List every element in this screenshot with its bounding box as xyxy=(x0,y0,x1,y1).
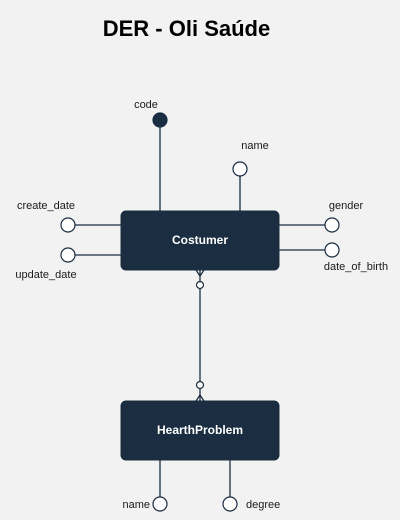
attribute-name[interactable]: name xyxy=(232,140,269,177)
attribute-create-date-label: create_date xyxy=(17,200,75,212)
attribute-update-date[interactable]: update_date xyxy=(15,247,77,281)
attribute-gender[interactable]: gender xyxy=(324,200,364,233)
entity-hearthproblem-box[interactable] xyxy=(120,400,280,461)
attribute-create-date[interactable]: create_date xyxy=(17,200,76,233)
attribute-gender-label: gender xyxy=(329,200,364,212)
entity-costumer-box[interactable] xyxy=(120,210,280,271)
attribute-hp-name-marker[interactable] xyxy=(152,496,168,512)
relationship-costumer-hearthproblem xyxy=(195,269,205,402)
attribute-hp-degree-label: degree xyxy=(246,499,280,511)
attribute-name-label: name xyxy=(241,140,269,152)
entity-hearthproblem[interactable]: HearthProblem xyxy=(120,400,280,461)
entity-hearthproblem-label: HearthProblem xyxy=(157,423,243,437)
attribute-gender-marker[interactable] xyxy=(324,217,340,233)
entity-costumer[interactable]: Costumer xyxy=(120,210,280,271)
zero-circle-costumer-end xyxy=(195,280,205,290)
attribute-hp-name-label: name xyxy=(122,499,150,511)
attribute-date-of-birth-label: date_of_birth xyxy=(324,261,388,273)
attribute-code-key-marker[interactable] xyxy=(152,112,168,128)
diagram-title: DER - Oli Saúde xyxy=(102,16,271,41)
attribute-hp-degree[interactable]: degree xyxy=(222,496,280,512)
attribute-update-date-label: update_date xyxy=(15,269,76,281)
crows-foot-hearthproblem-end xyxy=(195,380,205,402)
attribute-date-of-birth-marker[interactable] xyxy=(324,242,340,258)
entity-costumer-label: Costumer xyxy=(172,233,228,247)
attribute-update-date-marker[interactable] xyxy=(60,247,76,263)
attribute-name-marker[interactable] xyxy=(232,161,248,177)
zero-circle-hearthproblem-end xyxy=(195,380,205,390)
attribute-create-date-marker[interactable] xyxy=(60,217,76,233)
attribute-code[interactable]: code xyxy=(134,99,168,128)
crows-foot-costumer-end xyxy=(195,269,205,290)
attribute-date-of-birth[interactable]: date_of_birth xyxy=(324,242,388,273)
attribute-code-label: code xyxy=(134,99,158,111)
attribute-hp-name[interactable]: name xyxy=(122,496,168,512)
attribute-hp-degree-marker[interactable] xyxy=(222,496,238,512)
